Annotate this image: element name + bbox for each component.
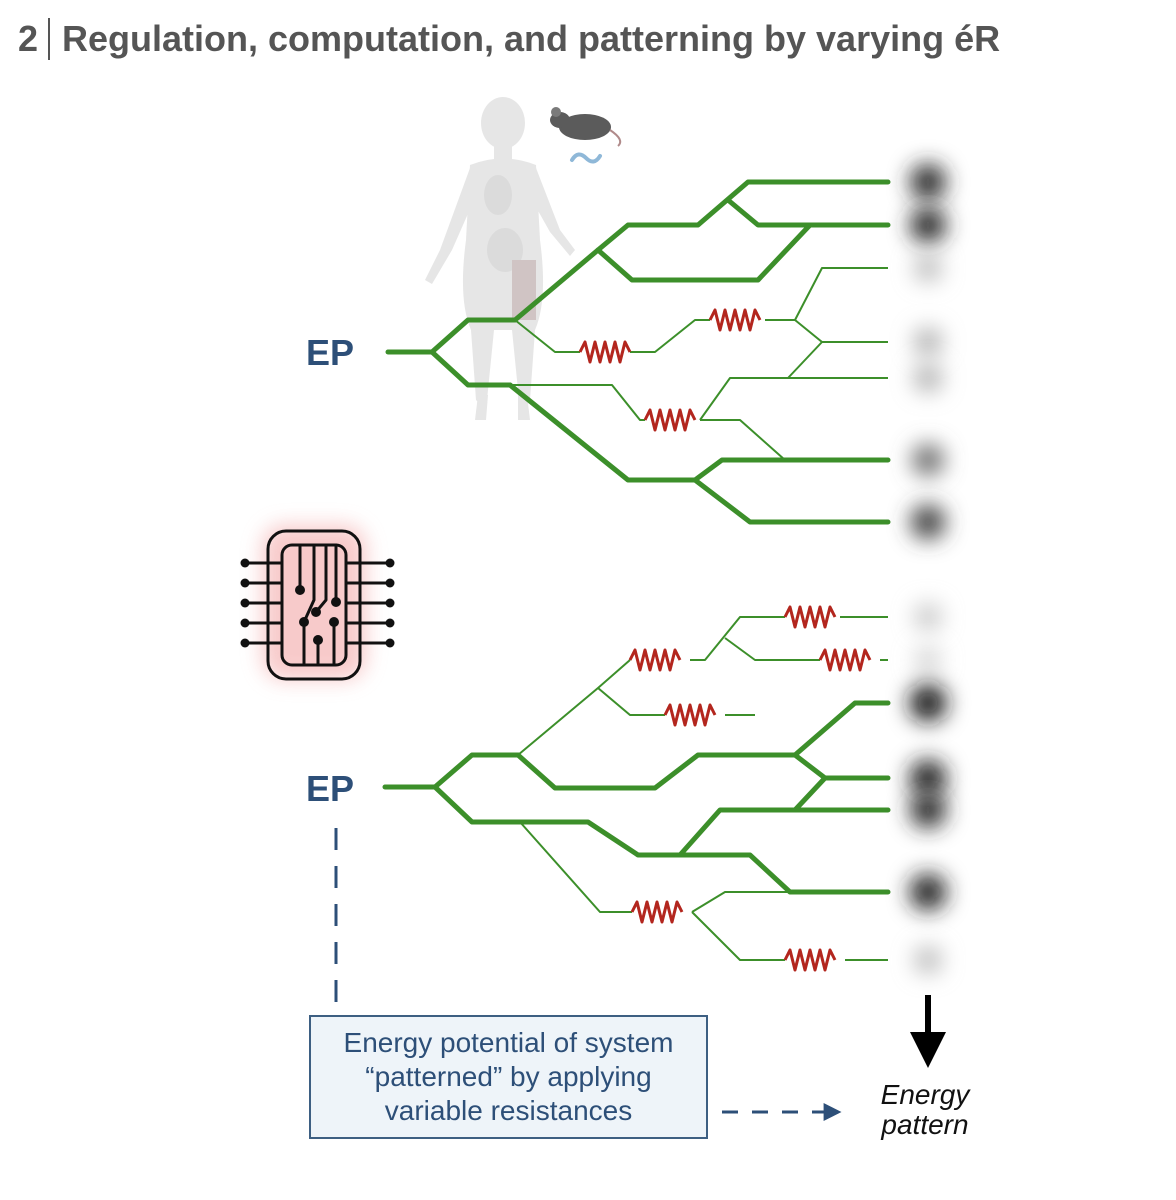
callout-box: Energy potential of system “patterned” b… [309,1015,708,1139]
output-spot [909,206,947,244]
resistor-icon [630,900,684,924]
bottom-network-thick-wires [382,700,891,895]
output-spot [913,945,943,975]
ep-label-top: EP [306,332,355,373]
top-output-spots [909,163,947,540]
resistor-icon [643,408,697,432]
down-arrow-icon [910,995,946,1068]
bottom-network-resistors [628,605,872,972]
output-spot [909,684,947,722]
output-spot [909,163,947,201]
top-network-thick-wires [385,179,891,525]
energy-pattern-line-2: pattern [881,1109,969,1140]
top-network-thin-wires [510,267,888,461]
worm-icon [570,152,602,164]
energy-pattern-line-1: Energy [880,1079,970,1110]
output-spot [909,873,947,911]
output-spot [914,603,942,631]
bottom-output-spots [909,603,947,975]
output-spot [909,759,947,797]
resistor-icon [628,648,682,672]
callout-line-1: Energy potential of system [343,1027,674,1058]
energy-pattern-label: Energy pattern [860,1080,990,1140]
callout-line-3: variable resistances [384,1095,633,1126]
circuit-chip-icon [240,525,395,681]
resistor-icon [783,605,837,629]
resistor-icon [578,340,632,364]
ep-label-bottom: EP [306,768,355,809]
figure-header: 2 Regulation, computation, and patternin… [18,14,1000,64]
resistor-icon [818,648,872,672]
output-spot [914,646,942,674]
human-body-icon [425,97,575,420]
output-spot [911,443,945,477]
resistor-icon [783,948,837,972]
header-separator [48,18,51,60]
mouse-icon [550,107,622,147]
resistor-icon [663,703,717,727]
figure-title: Regulation, computation, and patterning … [62,18,1001,59]
output-spot [913,327,943,357]
callout-line-2: “patterned” by applying [365,1061,652,1092]
figure-number: 2 [18,18,39,59]
output-spot [913,253,943,283]
top-network-resistors [578,308,762,432]
bottom-network-thin-wires [517,616,888,961]
output-spot [913,363,943,393]
resistor-icon [708,308,762,332]
output-spot [909,791,947,829]
output-spot [910,504,946,540]
